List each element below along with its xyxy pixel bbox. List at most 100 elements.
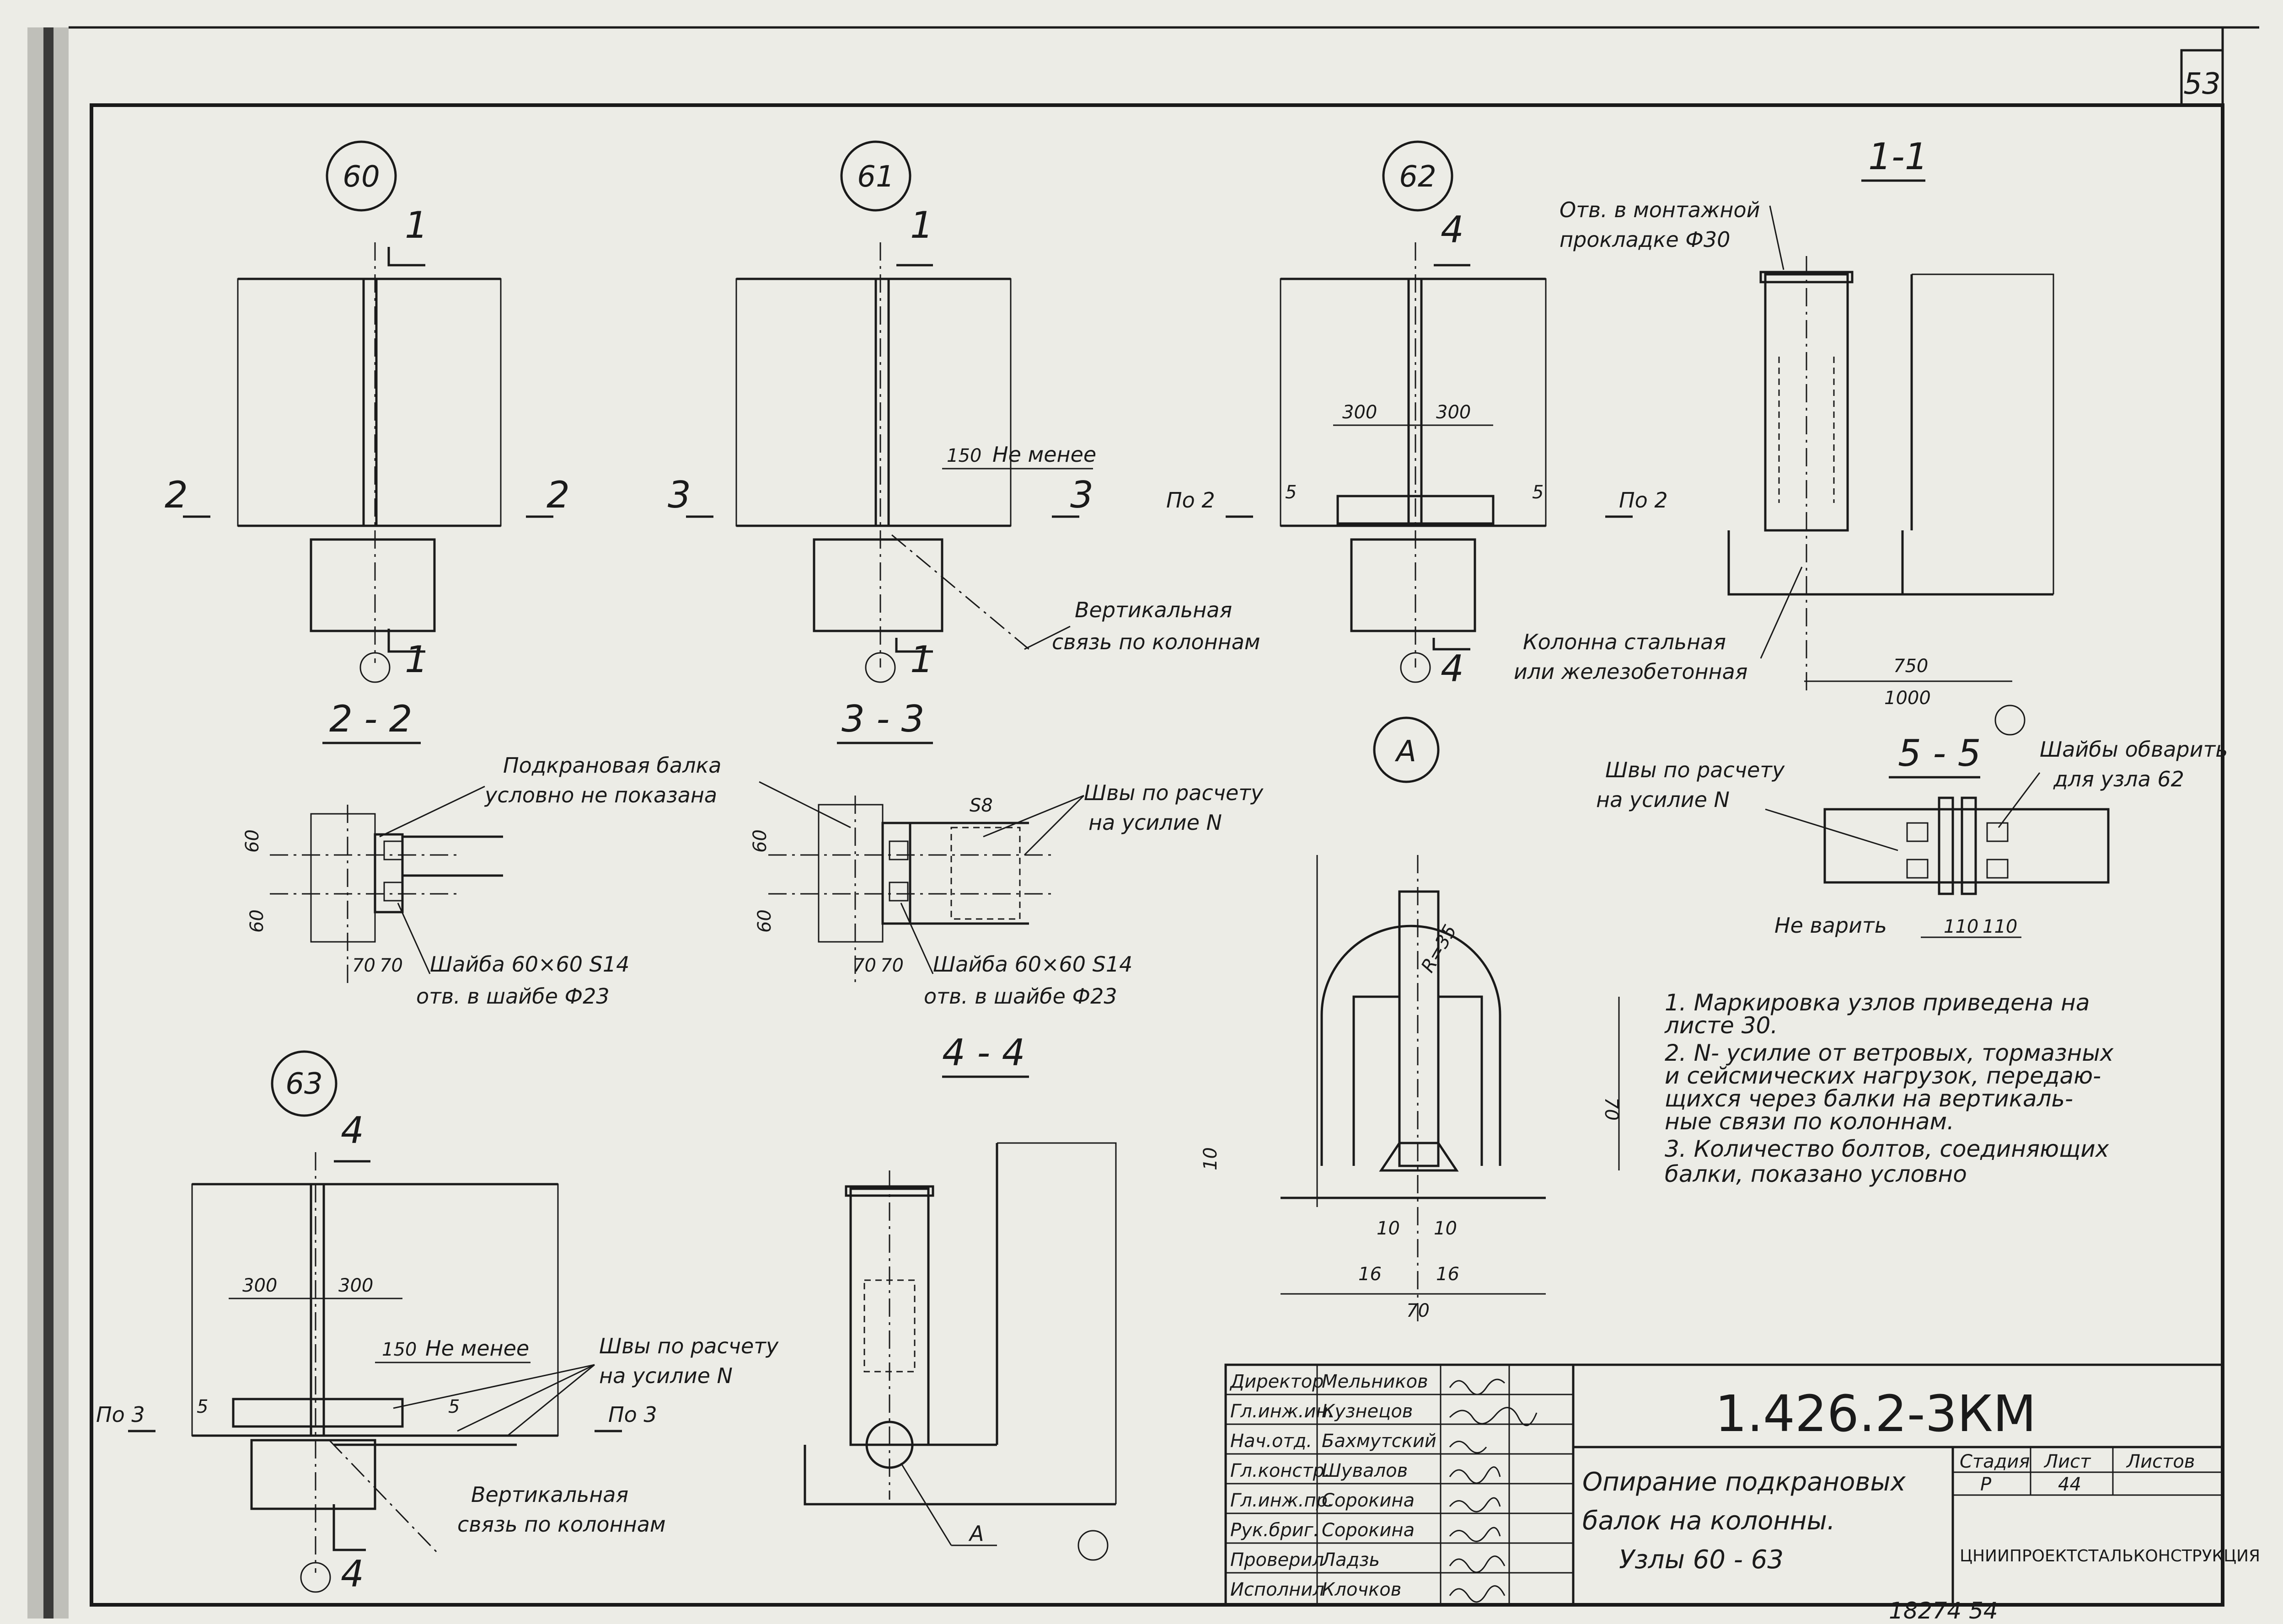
cut-2-left: 2	[165, 474, 188, 516]
node-62-cuts: 4 4 По 2 5 5 По 2	[1166, 208, 1668, 690]
doc-title-line-1: Опирание подкрановых	[1582, 1467, 1906, 1497]
dim-750: 750	[1893, 656, 1928, 677]
detail-a: A R=35 70 10 10 10 16 16 70	[1200, 716, 1622, 1326]
section-5-5: 5 - 5 Не варить 110 110 Швы по расчету н…	[1596, 732, 2228, 938]
dim-70-A-vert: 70	[1601, 1097, 1622, 1121]
cut-5-left-63: 5	[197, 1396, 208, 1417]
stamp-role-5: Гл.инж.пр.	[1230, 1490, 1334, 1511]
ne-menee-63: Не менее	[425, 1336, 529, 1361]
vertical-bracing-label-61: Вертикальная связь по колоннам	[1024, 598, 1260, 654]
podkr-label-2: условно не показана	[484, 783, 717, 807]
section-3-3-title: 3 - 3	[841, 698, 925, 740]
node-61: 61	[735, 140, 1029, 683]
ne-menee-61: Не менее	[992, 442, 1096, 467]
dim-60-22a: 60	[242, 829, 263, 853]
footer-number: 18274 54	[1889, 1597, 1998, 1624]
cut-5-right-63: 5	[448, 1396, 460, 1417]
node-62-label: 62	[1399, 160, 1436, 194]
signatures	[1449, 1378, 1538, 1603]
shayba-label-22-2: отв. в шайбе Ф23	[416, 984, 610, 1009]
stamp-name-1: Мельников	[1322, 1371, 1428, 1392]
shayba-label-33-1: Шайба 60×60 S14	[933, 952, 1132, 977]
stamp-col-sheet: Лист	[2043, 1451, 2091, 1472]
shayba-ob-label-2: для узла 62	[2053, 767, 2184, 791]
title-block: Директор Гл.инж.ин. Нач.отд. Гл.констр. …	[1224, 1363, 2260, 1606]
kolonna-label-1: Колонна стальная	[1523, 630, 1726, 654]
doc-title-line-2: балок на колонны.	[1582, 1506, 1835, 1536]
po3-right: По 3	[608, 1402, 657, 1427]
po3-left: По 3	[96, 1402, 145, 1427]
node-63-cuts: 4 4 По 3 5 5 По 3 150 Не менее Швы по ра…	[96, 1109, 779, 1595]
vert-svyaz-63-l1: Вертикальная	[471, 1482, 628, 1507]
node-63-label: 63	[285, 1067, 322, 1101]
stamp-name-8: Клочков	[1322, 1579, 1401, 1600]
shvy-label-55-2: на усилие N	[1596, 787, 1730, 812]
stamp-role-8: Исполнил	[1230, 1579, 1324, 1600]
otv-label-2: прокладке Ф30	[1560, 227, 1730, 252]
node-60: 60	[237, 140, 502, 683]
shvy-label-33-1: Швы по расчету	[1084, 780, 1264, 805]
note-line-1: 1. Маркировка узлов приведена на	[1665, 989, 2090, 1016]
shvy-label-55-1: Швы по расчету	[1605, 758, 1785, 782]
note-line-7: 3. Количество болтов, соединяющих	[1665, 1136, 2109, 1162]
cut-4-label-63b: 4	[341, 1553, 364, 1595]
dim-70-22a: 70	[352, 955, 375, 976]
dim-70-A-horiz: 70	[1406, 1300, 1430, 1321]
stamp-name-2: Кузнецов	[1322, 1401, 1413, 1422]
stamp-stage-value: Р	[1980, 1474, 1992, 1495]
dim-300-62a: 300	[1342, 402, 1377, 423]
dim-1000: 1000	[1884, 688, 1931, 709]
section-1-1: 1-1 750 1000 Отв. в монтажной прокладке …	[1514, 135, 2054, 736]
cut-3-right: 3	[1070, 474, 1093, 516]
cut-5-left: 5	[1285, 482, 1297, 503]
vert-svyaz-61-l1: Вертикальная	[1075, 598, 1232, 622]
binding-shadow	[43, 27, 54, 1619]
note-line-5: щихся через балки на вертикаль-	[1665, 1085, 2073, 1112]
dim-70-22b: 70	[380, 955, 403, 976]
section-4-4-title: 4 - 4	[942, 1031, 1025, 1074]
section-3-3: 3 - 3 60 60 70 70 S8 Шайба 60×60 S14 отв…	[750, 698, 1264, 1009]
stamp-name-7: Ладзь	[1321, 1549, 1380, 1571]
stamp-name-5: Сорокина	[1322, 1490, 1415, 1511]
section-5-5-title: 5 - 5	[1898, 732, 1981, 775]
doc-title-line-3: Узлы 60 - 63	[1619, 1545, 1784, 1575]
vert-svyaz-63-l2: связь по колоннам	[457, 1512, 666, 1537]
cut-1-label: 1	[405, 204, 428, 246]
node-60-label: 60	[343, 160, 380, 194]
dim-10-A-vert: 10	[1200, 1147, 1221, 1170]
stamp-organization: ЦНИИПРОЕКТСТАЛЬКОНСТРУКЦИЯ	[1960, 1547, 2260, 1565]
ne-varit-label: Не варить	[1774, 913, 1887, 938]
drawing-frame	[69, 26, 2259, 1607]
section-1-1-title: 1-1	[1868, 135, 1928, 178]
dim-300-62b: 300	[1436, 402, 1471, 423]
dim-16-A-a: 16	[1358, 1264, 1382, 1285]
cut-5-right: 5	[1532, 482, 1543, 503]
cut-1-label-bottom: 1	[405, 638, 428, 681]
sheet-number: 53	[2183, 67, 2220, 101]
stamp-role-2: Гл.инж.ин.	[1230, 1401, 1334, 1422]
po2-right: По 2	[1619, 488, 1668, 513]
dim-60-33a: 60	[750, 829, 771, 853]
shayba-ob-label-1: Шайбы обварить	[2040, 737, 2228, 762]
shayba-label-33-2: отв. в шайбе Ф23	[924, 984, 1117, 1009]
dim-110-a: 110	[1944, 916, 1978, 937]
section-2-2: 2 - 2 60 60 70 70 Подкрановая балка усло…	[242, 698, 851, 1009]
cut-3-left: 3	[668, 474, 691, 516]
shayba-label-22-1: Шайба 60×60 S14	[430, 952, 629, 977]
note-line-3: 2. N- усилие от ветровых, тормазных	[1665, 1040, 2114, 1066]
section-4-4: 4 - 4 A	[804, 1031, 1117, 1561]
note-line-2: листе 30.	[1664, 1012, 1778, 1039]
kolonna-label-2: или железобетонная	[1514, 659, 1747, 684]
detail-a-ref: A	[968, 1521, 984, 1546]
stamp-sheet-value: 44	[2058, 1474, 2081, 1495]
po2-left: По 2	[1166, 488, 1215, 513]
podkr-label-1: Подкрановая балка	[503, 753, 721, 778]
stamp-role-3: Нач.отд.	[1230, 1431, 1312, 1452]
dim-110-b: 110	[1983, 916, 2017, 937]
dim-150-63: 150	[382, 1339, 417, 1360]
note-line-4: и сейсмических нагрузок, передаю-	[1665, 1063, 2101, 1089]
dim-60-33b: 60	[754, 909, 775, 933]
notes-block: 1. Маркировка узлов приведена на листе 3…	[1664, 989, 2114, 1187]
node-60-cuts: 1 1 2 2	[165, 204, 570, 681]
dim-10-A-a: 10	[1377, 1218, 1400, 1239]
